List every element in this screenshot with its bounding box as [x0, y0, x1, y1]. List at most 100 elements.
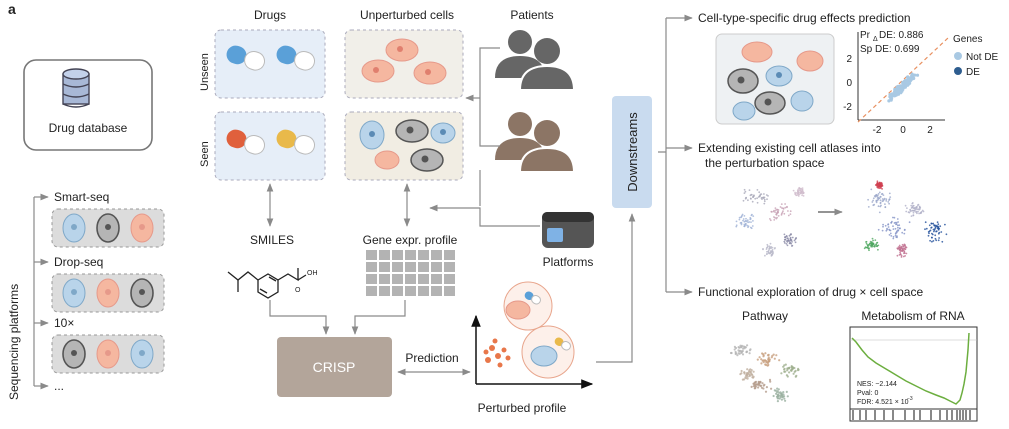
- umap-point: [742, 218, 745, 220]
- umap-point: [899, 248, 902, 250]
- umap-point: [899, 253, 902, 256]
- umap-point: [794, 369, 797, 372]
- umap-point: [748, 189, 751, 192]
- umap-point: [865, 242, 868, 245]
- umap-point: [879, 196, 882, 198]
- x-tick: 0: [900, 125, 906, 136]
- gene-tile: [379, 286, 390, 296]
- umap-point: [904, 248, 907, 251]
- gene-tile: [405, 286, 416, 296]
- umap-point: [777, 393, 780, 396]
- umap-point: [918, 206, 921, 208]
- umap-point: [932, 228, 935, 231]
- umap-point: [868, 249, 870, 252]
- umap-point: [937, 239, 940, 242]
- umap-point: [744, 376, 747, 379]
- umap-point: [889, 232, 892, 235]
- umap-point: [744, 220, 747, 223]
- umap-point: [773, 216, 775, 218]
- umap-point: [875, 194, 877, 197]
- gene-tile: [366, 262, 377, 272]
- umap-point: [736, 354, 739, 357]
- umap-point: [759, 193, 762, 196]
- umap-point: [917, 204, 919, 207]
- umap-point: [764, 390, 768, 393]
- umap-point: [750, 373, 753, 376]
- umap-point: [779, 206, 782, 208]
- umap-point: [867, 247, 870, 250]
- gene-tile: [431, 274, 442, 284]
- umap-point: [936, 221, 939, 224]
- cell-nucleus: [71, 289, 77, 295]
- umap-point: [759, 384, 762, 387]
- seen-cells-panel: [344, 111, 464, 181]
- umap-point: [787, 237, 789, 240]
- gsea-pval-text: Pval: 0: [857, 390, 879, 397]
- unseen-cells-panel: [344, 29, 464, 99]
- umap-point: [872, 197, 875, 200]
- legend-swatch-de: [954, 67, 962, 75]
- umap-point: [743, 345, 746, 349]
- umap-point: [772, 251, 774, 254]
- perturbed-profile-plot: [471, 281, 594, 389]
- umap-point: [911, 202, 914, 204]
- umap-point: [790, 242, 793, 245]
- gsea-title: Metabolism of RNA: [861, 309, 964, 323]
- umap-point: [883, 197, 886, 200]
- enrichment-score-curve: [851, 332, 970, 405]
- umap-point: [763, 198, 766, 201]
- umap-point: [782, 207, 784, 210]
- umap-point: [744, 197, 747, 200]
- umap-point: [866, 244, 869, 247]
- gene-tile: [418, 274, 429, 284]
- umap-point: [749, 197, 752, 200]
- umap-point: [793, 239, 796, 242]
- umap-point: [912, 205, 914, 207]
- umap-point: [760, 358, 763, 361]
- scatter-point-not-de: [889, 94, 893, 99]
- umap-point: [886, 227, 888, 230]
- umap-point: [907, 211, 910, 214]
- umap-point: [775, 392, 778, 395]
- umap-point: [881, 188, 883, 190]
- platform-label: 10×: [54, 316, 74, 330]
- umap-point: [751, 225, 754, 227]
- de-correlation-scatter: Pr Δ DE: 0.886 Sp DE: 0.699 2 0 -2 -2 0 …: [843, 30, 949, 136]
- umap-point: [944, 223, 946, 226]
- legend-swatch-not-de: [954, 52, 962, 60]
- umap-point: [899, 251, 901, 254]
- pill-icon: [554, 337, 571, 351]
- umap-point: [783, 364, 786, 367]
- umap-point: [741, 353, 745, 356]
- umap-point: [738, 218, 741, 221]
- umap-point: [901, 231, 904, 234]
- umap-point: [772, 394, 775, 398]
- umap-point: [872, 239, 874, 242]
- umap-point: [743, 192, 746, 195]
- umap-point: [766, 252, 768, 255]
- umap-point: [756, 197, 758, 200]
- umap-point: [734, 350, 737, 354]
- umap-point: [797, 367, 800, 370]
- umap-point: [733, 345, 737, 348]
- umap-point: [893, 222, 896, 224]
- umap-point: [787, 210, 789, 212]
- umap-point: [777, 388, 780, 391]
- umap-point: [901, 243, 904, 246]
- cell-icon: [732, 101, 756, 121]
- umap-point: [784, 236, 787, 239]
- gene-tile: [431, 286, 442, 296]
- umap-point: [892, 237, 895, 240]
- cell-nucleus: [71, 350, 77, 356]
- platforms-device-label: Platforms: [543, 255, 594, 269]
- umap-point: [865, 241, 867, 243]
- gene-tile: [444, 286, 455, 296]
- umap-point: [784, 206, 787, 209]
- umap-point: [898, 224, 901, 227]
- umap-point: [880, 184, 883, 187]
- atlas-umap-small: [735, 186, 805, 257]
- drug-effects-cells-panel: [715, 33, 835, 125]
- gene-tile: [379, 274, 390, 284]
- umap-point: [770, 247, 772, 250]
- umap-point: [762, 353, 765, 356]
